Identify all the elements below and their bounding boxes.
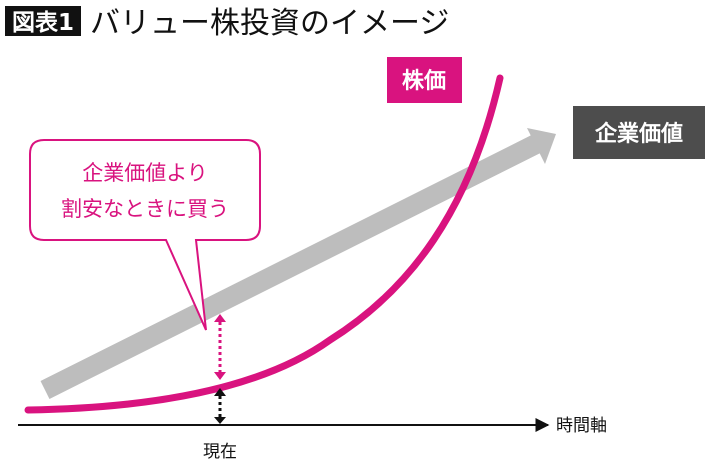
price-gap-arrow (214, 388, 226, 424)
bubble-text-line2: 割安なときに買う (61, 197, 229, 221)
title-badge-text: 図表1 (12, 10, 74, 36)
corporate-value-label: 企業価値 (594, 121, 683, 147)
speech-bubble (29, 139, 261, 331)
title-badge (5, 6, 81, 36)
now-label: 現在 (203, 442, 237, 462)
corporate-value-arrow (40, 128, 556, 399)
corporate-value-label-box (573, 106, 705, 159)
stock-price-label-box (387, 57, 462, 103)
stock-price-label: 株価 (402, 69, 446, 94)
stock-price-curve (24, 74, 504, 414)
bubble-text-line1: 企業価値より (82, 161, 208, 185)
time-axis-label: 時間軸 (556, 416, 607, 436)
page-title: バリュー株投資のイメージ (90, 6, 449, 41)
undervalued-gap-arrow (214, 314, 226, 380)
